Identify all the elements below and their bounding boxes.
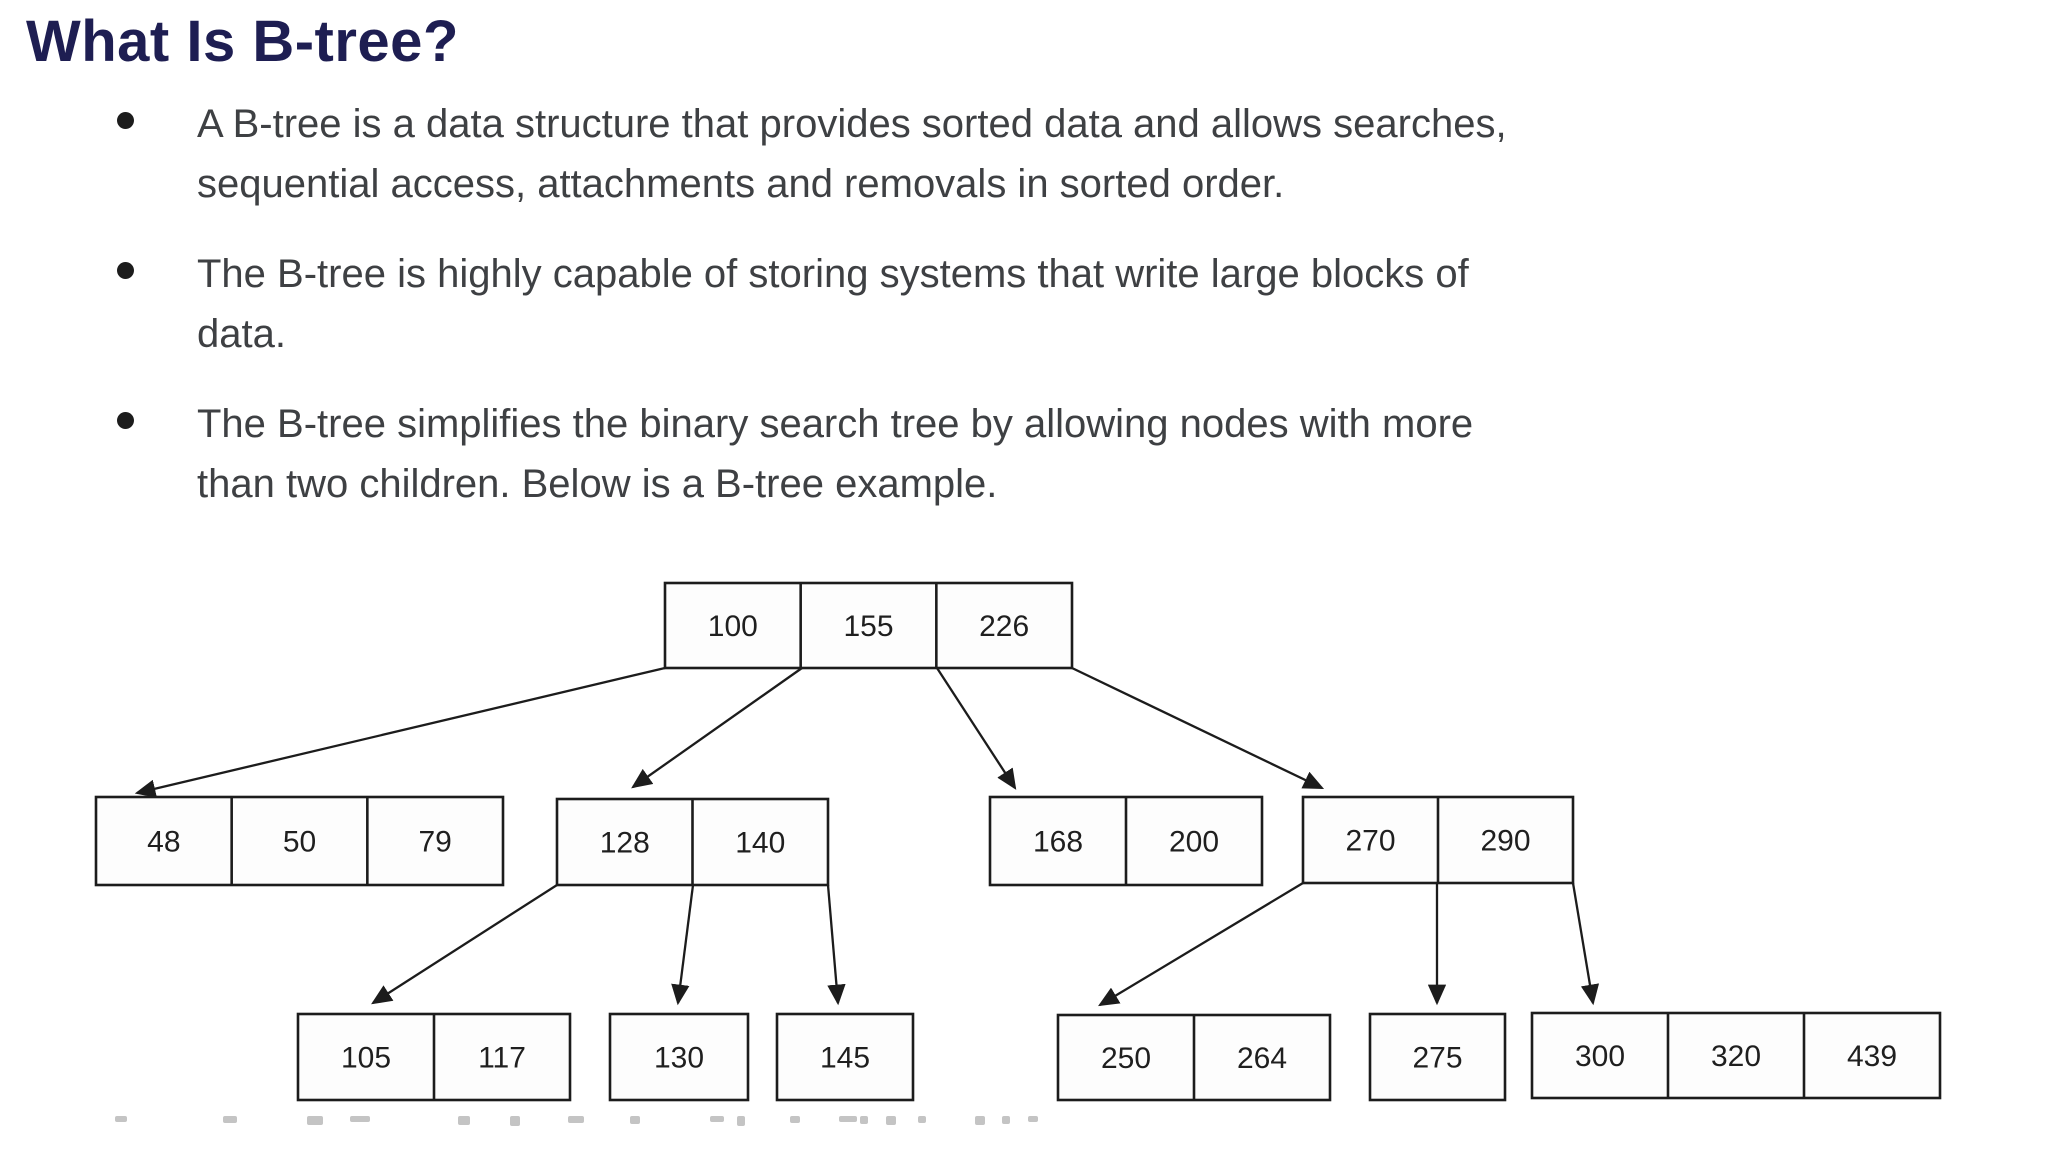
bullet-text-line: sequential access, attachments and remov… [197, 162, 1285, 206]
tree-key: 200 [1169, 826, 1219, 859]
list-item: The B-tree simplifies the binary search … [117, 394, 1997, 514]
tree-edge-root-n2 [631, 667, 803, 789]
tree-key: 155 [843, 610, 893, 643]
tree-edge-n4-l4 [1098, 882, 1304, 1007]
tree-key: 140 [735, 827, 785, 860]
tree-key: 117 [478, 1042, 526, 1075]
bullet-dot [117, 412, 134, 429]
bullet-dot [117, 262, 134, 279]
tree-node-n3: 168 200 [988, 795, 1264, 887]
tree-node-l1: 105 117 [296, 1012, 572, 1102]
tree-key: 264 [1237, 1042, 1287, 1075]
tree-key: 226 [979, 610, 1029, 643]
tree-edge-root-n1 [134, 666, 666, 798]
bullet-text-line: than two children. Below is a B-tree exa… [197, 462, 998, 506]
list-item: A B-tree is a data structure that provid… [117, 94, 1997, 214]
tree-key: 105 [341, 1042, 391, 1075]
node-box [608, 1012, 750, 1102]
tree-node-n4: 270 290 [1301, 795, 1575, 885]
page-title: What Is B-tree? [26, 9, 459, 74]
tree-node-root: 100 155 226 [663, 581, 1074, 670]
tree-node-l4: 250 264 [1056, 1013, 1332, 1102]
tree-key: 100 [708, 610, 758, 643]
tree-edge-n2-l1 [371, 884, 558, 1005]
tree-key: 145 [820, 1042, 870, 1075]
tree-key: 50 [283, 826, 316, 859]
node-box [1530, 1011, 1942, 1100]
tree-key: 439 [1847, 1040, 1897, 1073]
bullet-text-line: The B-tree is highly capable of storing … [197, 252, 1469, 296]
tree-key: 79 [418, 826, 451, 859]
tree-node-n1: 48 50 79 [94, 795, 505, 887]
tree-edge-root-n3 [936, 667, 1017, 790]
tree-key: 128 [600, 827, 650, 860]
bullet-text-line: The B-tree simplifies the binary search … [197, 402, 1474, 446]
tree-key: 168 [1033, 826, 1083, 859]
tree-edge-n4-l6 [1571, 882, 1600, 1006]
tree-key: 270 [1345, 825, 1395, 858]
list-item: The B-tree is highly capable of storing … [117, 244, 1997, 364]
tree-key: 48 [147, 826, 180, 859]
tree-key: 290 [1480, 825, 1530, 858]
tree-key: 320 [1711, 1040, 1761, 1073]
tree-key: 130 [654, 1042, 704, 1075]
bullet-dot [117, 112, 134, 129]
bullet-text-line: data. [197, 312, 286, 356]
node-box [1368, 1012, 1507, 1102]
node-box [663, 581, 1074, 670]
tree-key: 250 [1101, 1042, 1151, 1075]
tree-node-l3: 145 [775, 1012, 915, 1102]
tree-key: 300 [1575, 1040, 1625, 1073]
bullet-text-line: A B-tree is a data structure that provid… [197, 102, 1507, 146]
tree-node-n2: 128 140 [555, 797, 830, 887]
tree-node-l5: 275 [1368, 1012, 1507, 1102]
tree-edge-n2-l2 [671, 884, 695, 1006]
bullet-list: A B-tree is a data structure that provid… [117, 94, 1997, 544]
tree-edge-root-n4 [1071, 666, 1325, 790]
tree-edge-n2-l3 [826, 884, 846, 1006]
tree-node-l2: 130 [608, 1012, 750, 1102]
tree-node-l6: 300 320 439 [1530, 1011, 1942, 1100]
node-box [775, 1012, 915, 1102]
node-box [94, 795, 505, 887]
tree-key: 275 [1412, 1042, 1462, 1075]
